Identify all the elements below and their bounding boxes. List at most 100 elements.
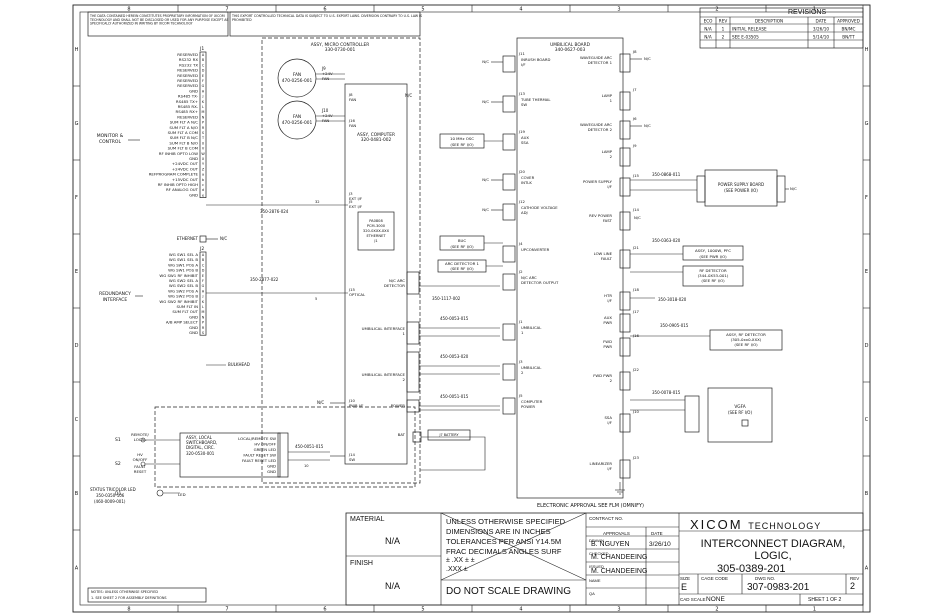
computer-port-name: FAN [349,123,356,128]
j1-signal: SUM FLT A N/O [169,125,198,130]
umbilical-right-name: REV POWER [589,213,612,218]
rev-cell: 5/14/10 [813,35,829,40]
umbilical-right-conn-ref: J7 [632,87,637,92]
battery-conn [412,431,422,443]
computer-port-conn: J10 [348,398,356,403]
local-title: SWITCHBOARD, [186,440,217,445]
umbilical-right-name: 2 [610,378,613,383]
cable-count: 10 [304,464,309,468]
j1-pin: H [202,89,205,93]
bat-wire [420,436,486,471]
umbilical-left-conn-ref: J20 [518,169,526,174]
j1-group-label: CONTROL [99,139,121,145]
fan-conn: J10 [321,108,329,113]
umbilical-right-name: POWER SUPPLY [583,179,613,184]
umbilical-left-conn [502,273,516,291]
osc-box [439,133,485,149]
umbilical-right-name: LOW LINE [594,251,613,256]
dwg-label: DWG NO. [755,576,776,581]
j2-pin: B [202,258,205,262]
umbilical-right-name: PWR [603,320,612,325]
j2-signal: WG SW1 POS B [168,268,198,273]
umbilical-title: UMBILICAL BOARD [550,42,591,48]
computer-right-label: 1 [403,331,406,336]
j1-pin: Z [202,167,205,171]
j1-signal: SUM FLT B COM [168,146,198,151]
osc-sub: (SEE RF I/O) [450,142,474,147]
j1-signal: RF INHIB OPTO HIGH [158,182,198,187]
nc-label: N/C [634,215,641,220]
rev-cell: 1 [722,27,725,32]
fan-conn: J9 [321,66,326,71]
j1-pin: N [202,115,205,119]
j2-signal: WG SW2 SEL A [169,278,198,283]
computer-port-conn: J16 [348,118,356,123]
j1-pin: J [202,95,204,99]
umbilical-right-conn [619,371,631,391]
j1-signal: RESERVED [177,73,198,78]
j1-signal: RF INHIB OPTO LOW [159,151,198,156]
fan-pin: +24V [322,113,333,118]
j1-pin: c [202,183,204,187]
rf-det-title: RF DETECTOR [699,268,727,273]
rf-assy-sub: (305-0xx0-XXX) [731,337,762,342]
switch-label: FAULT [134,464,146,469]
umbilical-left-name: 2 [521,370,524,375]
rev-value: 2 [850,581,856,591]
umbilical-left-name: AUX [521,135,529,140]
switch-ref: S1 [115,437,121,443]
j1-pin: P [202,121,204,125]
connector-j14 [406,351,420,393]
umbilical-left-conn [502,397,516,415]
computer-port-conn: J15 [348,287,356,292]
j1-signal: REFPROGRAM COMPLETE [149,172,199,177]
cable-label: 350-0363-020 [652,238,681,243]
tolerance-line-4: FRAC DECIMALS ANGLES SURF [446,547,562,556]
nc-label: N/C [482,207,489,212]
note-line: NOTES: UNLESS OTHERWISE SPECIFIED [91,590,158,594]
computer-right-label: 2 [403,377,406,382]
j2-signal: GND [189,314,198,319]
fan-icon [277,100,317,140]
cable-count: 5 [315,297,317,301]
umbilical-left-conn [502,55,516,73]
rev-header: ECO [704,19,714,24]
title-block [345,512,864,606]
rf-det-sub: (SEE RF I/O) [701,278,725,283]
umbilical-left-conn [502,173,516,191]
cable-label: 450-0053-015 [440,316,469,321]
tolerance-line-5: ± .XX ± ± [446,557,475,564]
scale-label: CAD SCALE [680,597,706,602]
rev-cell: 2 [722,35,725,40]
pfc-sub: (SEE PWR I/O) [699,254,727,259]
j1-connector [199,51,207,198]
j1-signal: SUM FLT A COM [168,130,198,135]
zone-label-right: D [865,343,869,349]
umbilical-right-name: WAVEGUIDE ARC [580,122,612,127]
computer-port-conn: J8 [348,92,353,97]
umbilical-right-name: I/F [607,420,612,425]
j2-pin: G [202,284,205,288]
status-led-part: (460-0009-001) [94,499,126,504]
sheet-info: SHEET 1 OF 2 [808,597,842,603]
computer-port-conn: J3 [348,191,353,196]
local-title: ASSY, LOCAL [186,435,213,440]
j2-pin: K [202,300,205,304]
umbilical-right-conn [619,211,631,231]
zone-label-bottom: 7 [225,607,228,613]
j2-pin: L [202,305,204,309]
umbilical-right-conn-ref: J23 [632,455,640,460]
umbilical-right-name: FAST [603,218,613,223]
connector-j15 [406,399,420,413]
umbilical-board [516,37,624,499]
umbilical-right-conn-ref: J14 [632,207,640,212]
j1-pin: U [202,141,205,145]
zone-label-right: A [865,566,869,572]
j2-pin: J [202,295,204,299]
j1-signal: RESERVED [177,83,198,88]
zone-label-top: 7 [225,7,228,13]
fan-part: 470-0256-001 [282,78,313,84]
ethernet-jack [199,235,207,243]
outer-border [72,4,871,613]
